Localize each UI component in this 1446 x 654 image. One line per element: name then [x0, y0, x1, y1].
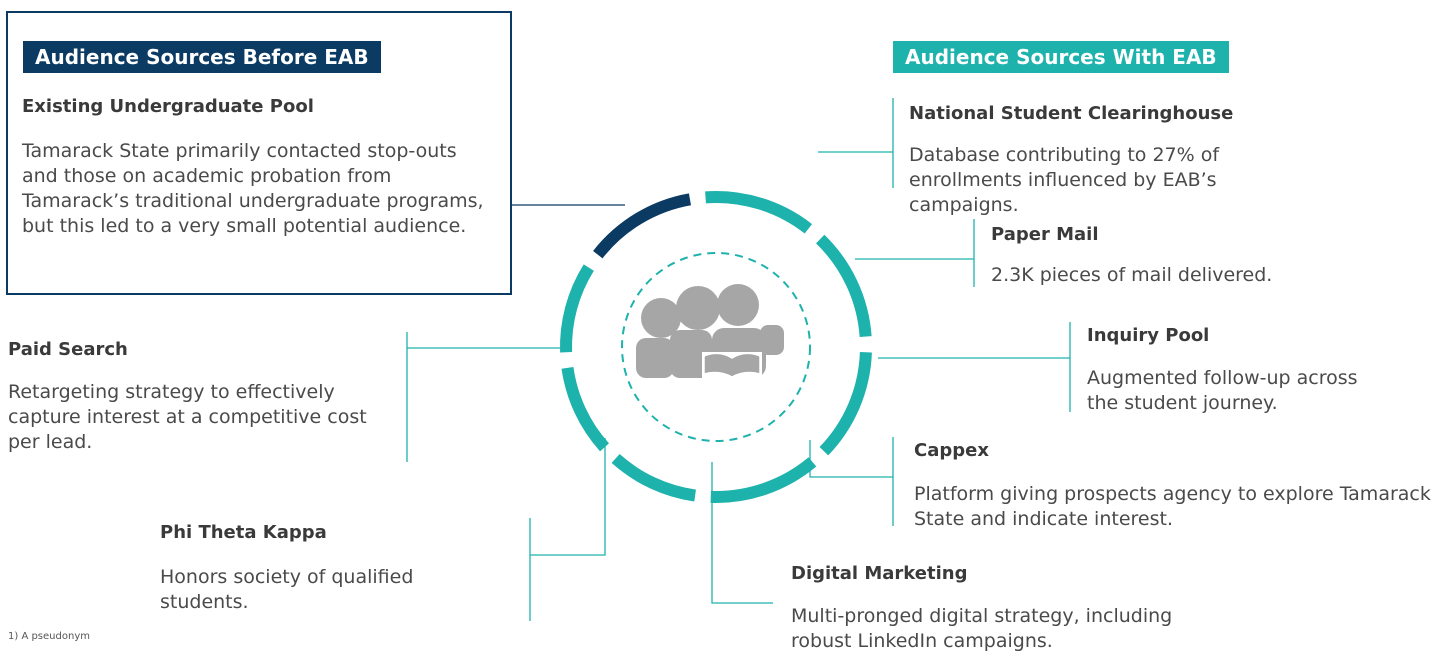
connector-ptk — [530, 438, 606, 556]
ring-segment-paid — [560, 264, 594, 353]
ring-segment-clearinghouse — [705, 191, 813, 234]
cappex-title: Cappex — [914, 440, 989, 461]
paper-mail-title: Paper Mail — [991, 224, 1099, 245]
inquiry-pool-title: Inquiry Pool — [1087, 325, 1210, 346]
connector-lines — [406, 98, 1071, 621]
clearinghouse-title: National Student Clearinghouse — [909, 103, 1234, 124]
ring-segment-ptk — [561, 366, 610, 452]
existing-pool-title: Existing Undergraduate Pool — [22, 96, 314, 117]
ring-segment-inquiry — [819, 351, 872, 456]
inquiry-pool-text: Augmented follow-up across the student j… — [1087, 367, 1358, 414]
digital-marketing-title: Digital Marketing — [791, 563, 968, 584]
ring-segment-paper-mail — [815, 234, 872, 338]
paid-search-title: Paid Search — [8, 339, 128, 360]
clearinghouse-text: Database contributing to 27% of enrollme… — [909, 144, 1220, 216]
source-ring — [560, 191, 872, 503]
existing-pool-text: Tamarack State primarily contacted stop-… — [22, 140, 484, 237]
before-eab-header: Audience Sources Before EAB — [23, 41, 381, 73]
ring-segment-digital — [611, 453, 697, 502]
digital-marketing-text: Multi-pronged digital strategy, includin… — [791, 605, 1173, 652]
footnote: 1) A pseudonym — [8, 631, 90, 642]
paid-search-text: Retargeting strategy to effectively capt… — [8, 381, 367, 453]
ring-segment-before — [593, 193, 692, 259]
cappex-text: Platform giving prospects agency to expl… — [914, 483, 1431, 530]
students-reading-icon — [636, 284, 784, 378]
with-eab-header: Audience Sources With EAB — [893, 41, 1229, 73]
paper-mail-text: 2.3K pieces of mail delivered. — [991, 264, 1273, 286]
connector-digital — [711, 462, 773, 604]
ring-segment-cappex — [710, 457, 817, 503]
phi-theta-kappa-title: Phi Theta Kappa — [160, 522, 327, 543]
phi-theta-kappa-text: Honors society of qualified students. — [160, 566, 414, 613]
inner-dashed-circle — [621, 252, 811, 442]
connector-cappex — [809, 440, 893, 478]
